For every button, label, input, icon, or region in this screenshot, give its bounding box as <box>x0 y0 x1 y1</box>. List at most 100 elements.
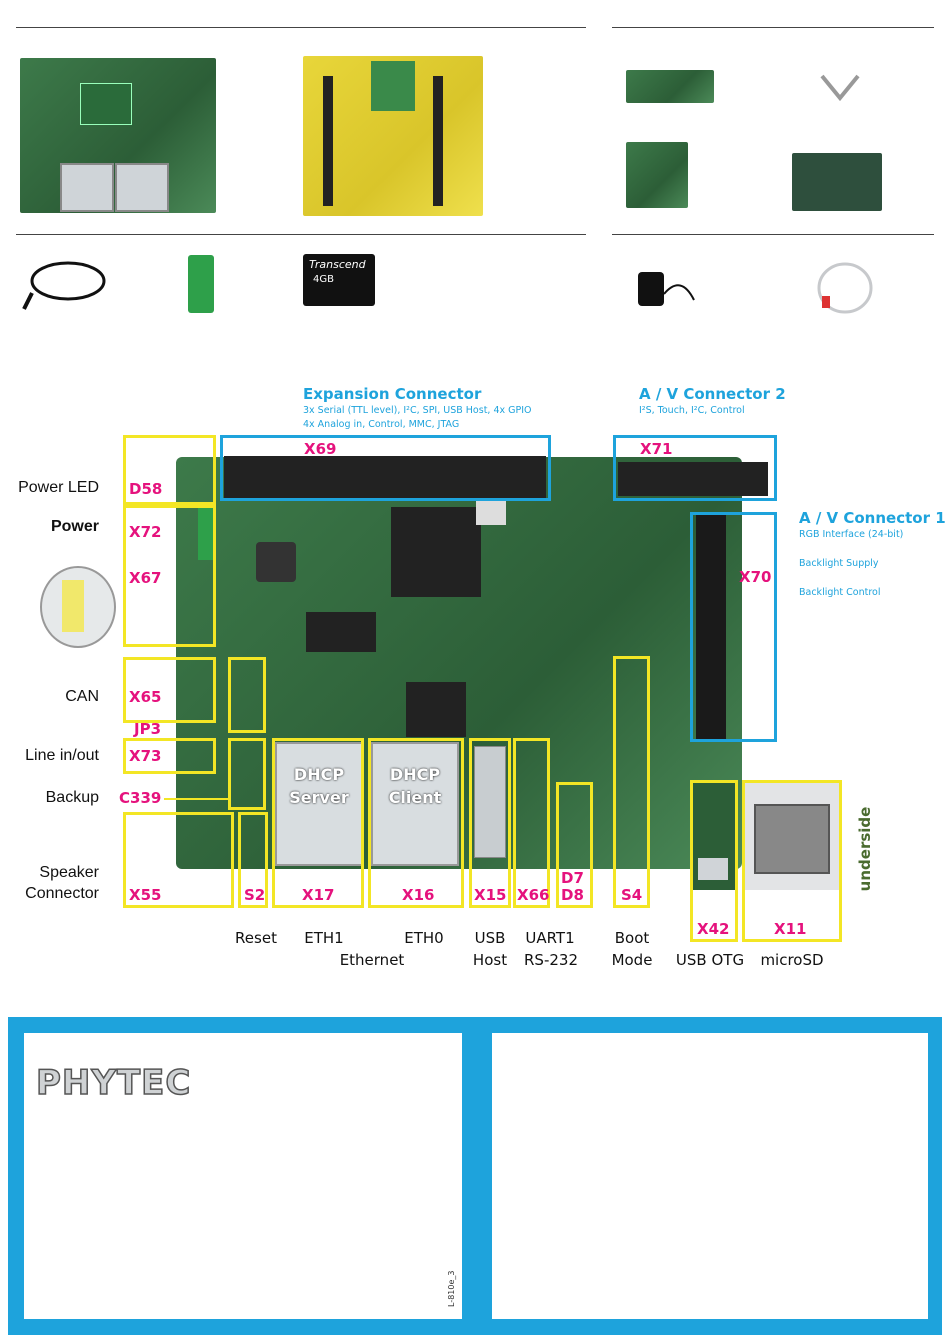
cable-photo <box>818 72 862 102</box>
underside-label: underside <box>856 806 874 892</box>
designator-d58: D58 <box>129 480 163 498</box>
cpu-chip <box>391 507 481 597</box>
eth-jack-photo <box>60 163 114 212</box>
designator-x17: X17 <box>302 886 335 904</box>
designator-x55: X55 <box>129 886 162 904</box>
designator-c339: C339 <box>119 789 162 807</box>
box-jp3 <box>228 657 266 733</box>
document-code: L-810e_3 <box>447 1270 456 1307</box>
label-uart-1: UART1 <box>525 929 575 947</box>
dhcp-client-line1: DHCP <box>389 765 441 784</box>
box-s4 <box>613 656 650 908</box>
inductor <box>256 542 296 582</box>
expansion-line1: 3x Serial (TTL level), I²C, SPI, USB Hos… <box>303 405 532 416</box>
designator-x67: X67 <box>129 569 162 587</box>
av2-line1: I²S, Touch, I²C, Control <box>639 405 745 416</box>
usb-otg-jack <box>698 858 728 880</box>
label-boot-1: Boot <box>614 929 650 947</box>
usb-otg-area <box>690 782 738 890</box>
label-boot-2: Mode <box>611 951 653 969</box>
terminal-block-photo <box>188 255 214 313</box>
box-x11 <box>742 780 842 942</box>
power-module-photo <box>792 153 882 211</box>
ethernet-cable-photo <box>812 258 878 318</box>
av1-header <box>696 512 726 742</box>
label-usb-1: USB <box>474 929 506 947</box>
designator-d7: D7 <box>561 869 584 887</box>
av1-line2: Backlight Supply <box>799 558 879 569</box>
dhcp-server-line1: DHCP <box>293 765 345 784</box>
adapter-board-photo <box>626 70 714 103</box>
connector-zoom-part <box>62 580 84 632</box>
eth1-jack <box>275 742 363 866</box>
designator-x71: X71 <box>640 440 673 458</box>
power-adapter-photo <box>636 264 696 312</box>
designator-x65: X65 <box>129 688 162 706</box>
box-can <box>123 657 216 723</box>
box-x17 <box>272 738 364 908</box>
top-rule-right <box>612 27 934 28</box>
power-terminal <box>198 508 214 560</box>
mid-rule-right <box>612 234 934 235</box>
expansion-line2: 4x Analog in, Control, MMC, JTAG <box>303 419 460 430</box>
label-power-led: Power LED <box>18 479 99 496</box>
expansion-header <box>224 456 546 498</box>
label-speaker-1: Speaker <box>39 864 99 881</box>
serial-adapter-photo <box>626 142 688 208</box>
phytec-logo: PHYTEC <box>35 1062 192 1104</box>
av1-title: A / V Connector 1 <box>799 509 946 527</box>
card-brand: Transcend <box>309 258 366 271</box>
label-usb-2: Host <box>472 951 508 969</box>
box-x16 <box>368 738 464 908</box>
designator-x16: X16 <box>402 886 435 904</box>
box-x42 <box>690 780 738 942</box>
designator-x70: X70 <box>739 568 772 586</box>
carrier-board-photo <box>20 58 216 213</box>
designator-x42: X42 <box>697 920 730 938</box>
microsd-card-photo: Transcend 4GB <box>303 254 375 306</box>
box-c339 <box>228 738 266 810</box>
microsd-slot <box>754 804 830 874</box>
eth-jack-photo-2 <box>115 163 169 212</box>
box-d58 <box>123 435 216 505</box>
box-line-in-out <box>123 738 216 774</box>
designator-s2: S2 <box>244 886 266 904</box>
header-strip-2 <box>433 76 443 206</box>
av1-line3: Backlight Control <box>799 587 881 598</box>
label-backup: Backup <box>45 789 99 806</box>
designator-x66: X66 <box>517 886 550 904</box>
mid-rule-left <box>16 234 586 235</box>
label-can: CAN <box>65 688 99 705</box>
label-power: Power <box>50 518 99 535</box>
designator-x69: X69 <box>304 440 337 458</box>
memory-chip <box>306 612 376 652</box>
label-microsd: microSD <box>760 951 824 969</box>
box-speaker <box>123 812 234 908</box>
designator-x15: X15 <box>474 886 507 904</box>
box-s2 <box>238 812 268 908</box>
label-usb-otg: USB OTG <box>675 951 745 969</box>
designator-jp3: JP3 <box>134 720 162 738</box>
av1-line1: RGB Interface (24-bit) <box>799 529 904 540</box>
av2-header <box>618 462 768 496</box>
designator-x11: X11 <box>774 920 807 938</box>
c339-leader <box>164 798 228 800</box>
box-x66 <box>513 738 550 908</box>
left-card: PHYTEC L-810e_3 <box>24 1033 462 1319</box>
header-strip <box>323 76 333 206</box>
module-photo <box>371 61 415 111</box>
connector-zoom-inset <box>40 566 116 648</box>
card-size: 4GB <box>313 274 334 285</box>
label-eth0: ETH0 <box>404 929 444 947</box>
label-reset: Reset <box>235 929 277 947</box>
right-card <box>492 1033 928 1319</box>
usb-cable-photo <box>22 253 114 315</box>
expansion-title: Expansion Connector <box>303 385 482 403</box>
dhcp-client-line2: Client <box>388 788 442 807</box>
microsd-underside-photo <box>744 782 840 890</box>
som-photo <box>80 83 132 125</box>
box-x15 <box>469 738 511 908</box>
designator-d8: D8 <box>561 886 584 904</box>
label-speaker-2: Connector <box>25 885 99 902</box>
box-d7-d8 <box>556 782 593 908</box>
